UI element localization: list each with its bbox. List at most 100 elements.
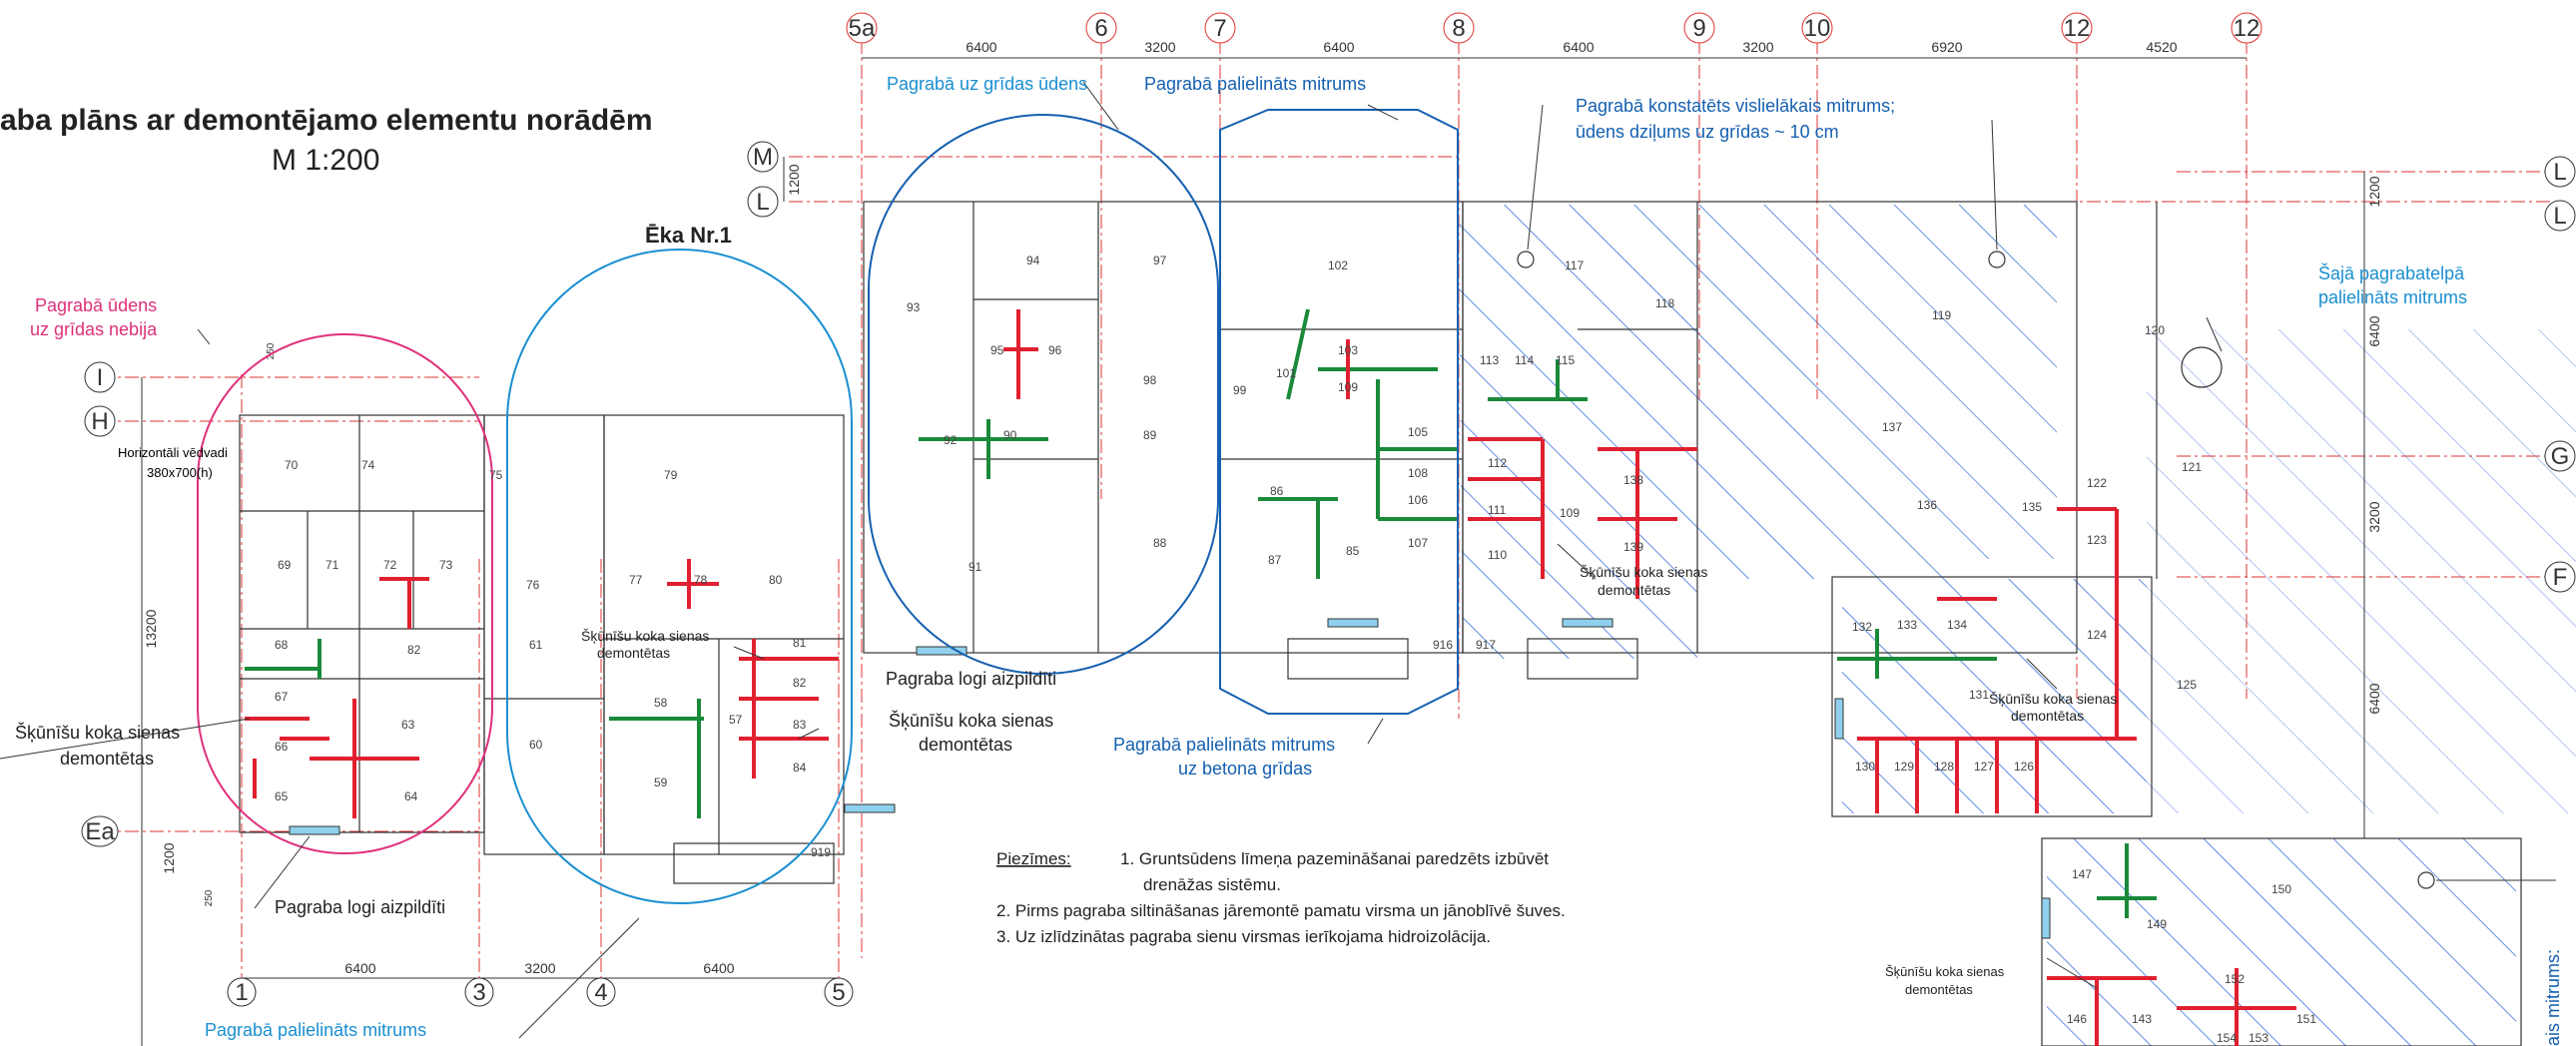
room-number: 919 xyxy=(811,845,831,859)
dim-left-4: 250 xyxy=(266,342,277,359)
room-number: 94 xyxy=(1026,254,1040,267)
room-number: 72 xyxy=(383,558,397,572)
room-number: 117 xyxy=(1565,259,1584,272)
room-number: 119 xyxy=(1932,308,1951,322)
room-number: 82 xyxy=(793,676,807,690)
room-number: 57 xyxy=(729,713,743,727)
room-number: 153 xyxy=(2249,1031,2268,1045)
leader-lines xyxy=(0,81,2556,1039)
annotations: Pagrabā ūdens uz grīdas nebija Horizontā… xyxy=(15,74,2563,1046)
room-number: 91 xyxy=(968,560,982,574)
room-number: 82 xyxy=(407,643,421,657)
plan-scale: M 1:200 xyxy=(272,144,379,177)
room-number: 103 xyxy=(1338,343,1358,357)
room-number: 125 xyxy=(2177,678,2197,692)
notes-block: Piezīmes: 1. Gruntsūdens līmeņa pazeminā… xyxy=(996,849,1566,946)
room-number: 130 xyxy=(1855,760,1875,774)
walls-right2-label-2: demontētas xyxy=(2011,708,2084,724)
room-number: 111 xyxy=(1488,503,1507,517)
room-number: 135 xyxy=(2022,500,2042,514)
room-number: 67 xyxy=(275,690,289,704)
note-1: 1. Gruntsūdens līmeņa pazemināšanai pare… xyxy=(1120,849,1549,868)
walls-mid2-label-1: Šķūnīšu koka sienas xyxy=(889,710,1053,731)
walls-right2-label-1: Šķūnīšu koka sienas xyxy=(1989,691,2117,707)
concrete-moisture-label-2: uz betona grīdas xyxy=(1178,759,1312,779)
room-number: 146 xyxy=(2067,1012,2087,1026)
axis-label-G: G xyxy=(2551,443,2570,470)
axis-label-H: H xyxy=(91,408,108,435)
room-number: 136 xyxy=(1917,498,1937,512)
dim-top-5: 3200 xyxy=(1742,39,1773,55)
room-number: 109 xyxy=(1338,380,1358,394)
room-number: 137 xyxy=(1882,420,1902,434)
room-number: 151 xyxy=(2296,1012,2316,1026)
moisture-zones-outline xyxy=(197,109,2435,904)
room-number: 110 xyxy=(1488,548,1507,562)
dim-right-4: 6400 xyxy=(2366,683,2382,714)
room-number: 118 xyxy=(1655,296,1674,310)
right-edge-label: ais mitrums: xyxy=(2543,949,2563,1046)
room-number: 107 xyxy=(1408,536,1428,550)
demolished-walls xyxy=(245,308,2296,1046)
room-number: 105 xyxy=(1408,425,1428,439)
ducts-label-2: 380x700(h) xyxy=(147,465,213,480)
axis-label-L-right2: L xyxy=(2553,203,2566,230)
dim-left-1: 1200 xyxy=(786,164,802,195)
highest-moisture-label-2: ūdens dziļums uz grīdas ~ 10 cm xyxy=(1576,122,1839,142)
left-axis-markers: M L I H Ea 1200 13200 1200 250 250 xyxy=(81,141,802,1046)
plan-title: aba plāns ar demontējamo elementu norādē… xyxy=(0,104,653,137)
room-number: 139 xyxy=(1623,540,1643,554)
room-number: 90 xyxy=(1003,428,1017,442)
room-number: 75 xyxy=(489,468,503,482)
room-number: 128 xyxy=(1934,760,1954,774)
room-number: 78 xyxy=(694,573,708,587)
room-number: 92 xyxy=(944,433,958,447)
room-number: 88 xyxy=(1153,536,1167,550)
dim-right-2: 6400 xyxy=(2366,315,2382,346)
room-number: 152 xyxy=(2225,972,2245,986)
room-number: 61 xyxy=(529,638,543,652)
bottom-axis-markers: 6400 3200 6400 1 3 4 5 xyxy=(227,960,854,1007)
room-number: 126 xyxy=(2014,760,2034,774)
room-number: 93 xyxy=(907,300,921,314)
room-number: 150 xyxy=(2271,882,2291,896)
room-number: 84 xyxy=(793,761,807,775)
room-number: 917 xyxy=(1476,638,1496,652)
concrete-moisture-label-1: Pagrabā palielināts mitrums xyxy=(1113,735,1335,755)
axis-label-I: I xyxy=(97,364,104,391)
walls-mid-label-1: Šķūnīšu koka sienas xyxy=(581,628,709,644)
building-label: Ēka Nr.1 xyxy=(645,223,732,248)
dim-left-3: 1200 xyxy=(161,842,177,873)
room-number: 123 xyxy=(2087,533,2107,547)
dim-right-1: 1200 xyxy=(2366,176,2382,207)
room-number: 63 xyxy=(401,718,415,732)
windows-mid-label: Pagraba logi aizpildīti xyxy=(886,669,1056,689)
room-number: 77 xyxy=(629,573,643,587)
walls-left-label-1: Šķūnīšu koka sienas xyxy=(15,722,180,743)
note-2: 2. Pirms pagraba siltināšanas jāremontē … xyxy=(996,901,1566,920)
room-number: 79 xyxy=(664,468,678,482)
dim-bottom-1: 6400 xyxy=(344,960,375,976)
dim-top-2: 3200 xyxy=(1144,39,1175,55)
room-number: 98 xyxy=(1143,373,1157,387)
dim-bottom-3: 6400 xyxy=(703,960,734,976)
room-number: 120 xyxy=(2145,323,2165,337)
axis-label-Ea: Ea xyxy=(85,818,115,845)
walls-right1-label-2: demontētas xyxy=(1598,582,1670,598)
room-number: 70 xyxy=(285,458,299,472)
axis-label-10: 10 xyxy=(1804,15,1831,42)
note-1-cont: drenāžas sistēmu. xyxy=(1143,875,1281,894)
walls-mid2-label-2: demontētas xyxy=(919,735,1012,755)
room-number: 112 xyxy=(1488,456,1507,470)
dim-top-7: 4520 xyxy=(2146,39,2177,55)
dim-top-1: 6400 xyxy=(966,39,996,55)
walls-right3-label-1: Šķūnīšu koka sienas xyxy=(1885,964,2005,979)
axis-label-3: 3 xyxy=(472,979,485,1006)
building-walls xyxy=(239,201,2522,1046)
room-number: 66 xyxy=(275,740,289,754)
room-number: 124 xyxy=(2087,628,2107,642)
room-number: 122 xyxy=(2087,476,2107,490)
room-number: 80 xyxy=(769,573,783,587)
room-number: 71 xyxy=(325,558,339,572)
